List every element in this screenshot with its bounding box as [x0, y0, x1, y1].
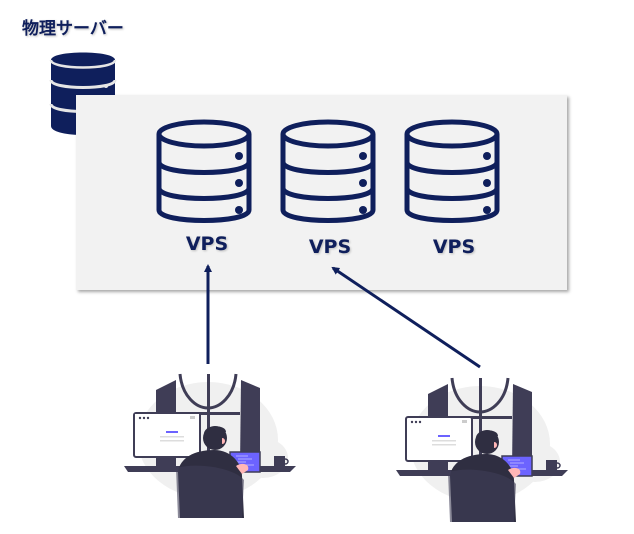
vps-1-label: VPS: [185, 233, 229, 255]
diagram-title: 物理サーバー: [22, 19, 124, 39]
vps-1-server-icon: [156, 119, 252, 223]
vps-2-server-icon: [280, 119, 376, 223]
vps-2-label: VPS: [308, 236, 352, 258]
vps-3-label: VPS: [432, 236, 476, 258]
user-1-developer-illustration: [124, 373, 296, 518]
vps-3-server-icon: [404, 119, 500, 223]
user-2-developer-illustration: [396, 377, 568, 522]
